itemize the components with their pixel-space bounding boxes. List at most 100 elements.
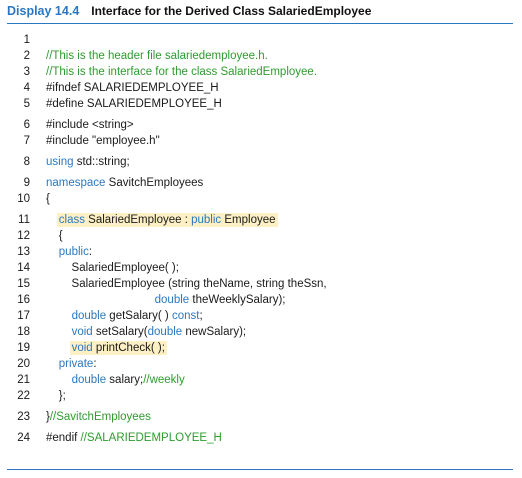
line-number: 20 [17, 358, 30, 370]
code-keyword: private [58, 358, 94, 370]
code-token: #include <string> [46, 119, 134, 131]
code-token [46, 326, 72, 338]
line-number: 2 [23, 50, 30, 62]
line-number: 17 [17, 310, 30, 322]
line-number: 15 [17, 278, 30, 290]
code-token [46, 294, 155, 306]
code-text: private: [46, 356, 97, 372]
code-token [46, 246, 59, 258]
code-text: double getSalary( ) const; [46, 308, 203, 324]
line-number: 13 [17, 246, 30, 258]
code-text: double salary;//weekly [46, 372, 185, 388]
display-header: Display 14.4 Interface for the Derived C… [7, 2, 371, 20]
code-text: public: [46, 244, 92, 260]
code-highlight: class SalariedEmployee : public Employee [56, 213, 278, 227]
code-comment: //weekly [143, 374, 185, 386]
code-keyword: void [71, 342, 93, 354]
code-keyword: const [171, 310, 200, 322]
code-token: #define SALARIEDEMPLOYEE_H [46, 98, 222, 110]
display-title: Interface for the Derived Class Salaried… [91, 4, 372, 18]
code-token: newSalary); [182, 326, 247, 338]
line-number: 4 [23, 82, 30, 94]
code-text: { [46, 191, 50, 207]
bottom-rule [7, 469, 513, 470]
code-token: Employee [221, 214, 276, 226]
line-number: 12 [17, 230, 30, 242]
code-token: }; [46, 390, 66, 402]
code-keyword: double [71, 374, 107, 386]
code-token: #endif [46, 432, 81, 444]
code-token: #include "employee.h" [46, 135, 160, 147]
code-token: ; [199, 310, 203, 322]
code-text: #define SALARIEDEMPLOYEE_H [46, 96, 222, 112]
code-text: void printCheck( ); [46, 340, 167, 356]
code-text: #endif //SALARIEDEMPLOYEE_H [46, 430, 222, 446]
code-token: SalariedEmployee (string theName, string… [46, 278, 327, 290]
code-keyword: class [58, 214, 85, 226]
code-token: { [46, 230, 63, 242]
code-keyword: void [71, 326, 93, 338]
code-keyword: public [191, 214, 222, 226]
code-token: setSalary( [92, 326, 148, 338]
line-number: 3 [23, 66, 30, 78]
code-comment: //This is the header file salariedemploy… [46, 50, 268, 62]
code-keyword: public [58, 246, 89, 258]
line-number: 14 [17, 262, 30, 274]
code-highlight: void printCheck( ); [69, 341, 167, 355]
code-text: #include <string> [46, 117, 134, 133]
line-number: 22 [17, 390, 30, 402]
code-text: }; [46, 388, 66, 404]
code-keyword: double [154, 294, 190, 306]
code-token: SavitchEmployees [105, 177, 204, 189]
code-token: SalariedEmployee( ); [46, 262, 179, 274]
code-text: #ifndef SALARIEDEMPLOYEE_H [46, 80, 219, 96]
code-keyword: namespace [46, 177, 106, 189]
code-text: //This is the header file salariedemploy… [46, 48, 268, 64]
code-token: #ifndef SALARIEDEMPLOYEE_H [46, 82, 219, 94]
line-number: 10 [17, 193, 30, 205]
code-token: : [93, 358, 97, 370]
line-number: 11 [18, 214, 30, 226]
top-rule [7, 23, 513, 24]
code-text: //This is the interface for the class Sa… [46, 64, 317, 80]
code-token: theWeeklySalary); [189, 294, 286, 306]
line-number: 7 [23, 135, 30, 147]
code-text: using std::string; [46, 154, 130, 170]
code-text: { [46, 228, 63, 244]
code-token [46, 374, 72, 386]
code-token [46, 358, 59, 370]
code-text: class SalariedEmployee : public Employee [46, 212, 278, 228]
line-number: 19 [17, 342, 30, 354]
code-keyword: double [71, 310, 107, 322]
line-number: 1 [23, 34, 30, 46]
display-number: Display 14.4 [7, 4, 80, 18]
code-text: }//SavitchEmployees [46, 409, 151, 425]
line-number: 24 [17, 432, 30, 444]
code-text: SalariedEmployee( ); [46, 260, 179, 276]
code-token [46, 342, 72, 354]
code-comment: //SALARIEDEMPLOYEE_H [80, 432, 222, 444]
code-text: namespace SavitchEmployees [46, 175, 203, 191]
code-text: #include "employee.h" [46, 133, 160, 149]
code-token [46, 310, 72, 322]
line-number: 16 [17, 294, 30, 306]
code-text: void setSalary(double newSalary); [46, 324, 247, 340]
code-keyword: double [147, 326, 183, 338]
code-token: SalariedEmployee : [84, 214, 192, 226]
line-number: 8 [23, 156, 30, 168]
code-token: salary; [106, 374, 144, 386]
line-number: 9 [23, 177, 30, 189]
code-comment: //This is the interface for the class Sa… [46, 66, 318, 78]
code-token: std::string; [73, 156, 130, 168]
code-token: getSalary( ) [106, 310, 172, 322]
line-number: 5 [23, 98, 30, 110]
code-token: { [46, 193, 50, 205]
code-keyword: using [46, 156, 74, 168]
line-number: 18 [17, 326, 30, 338]
code-token: printCheck( ); [92, 342, 165, 354]
line-number: 23 [17, 411, 30, 423]
code-text: SalariedEmployee (string theName, string… [46, 276, 327, 292]
line-number: 21 [17, 374, 30, 386]
code-text: double theWeeklySalary); [46, 292, 286, 308]
